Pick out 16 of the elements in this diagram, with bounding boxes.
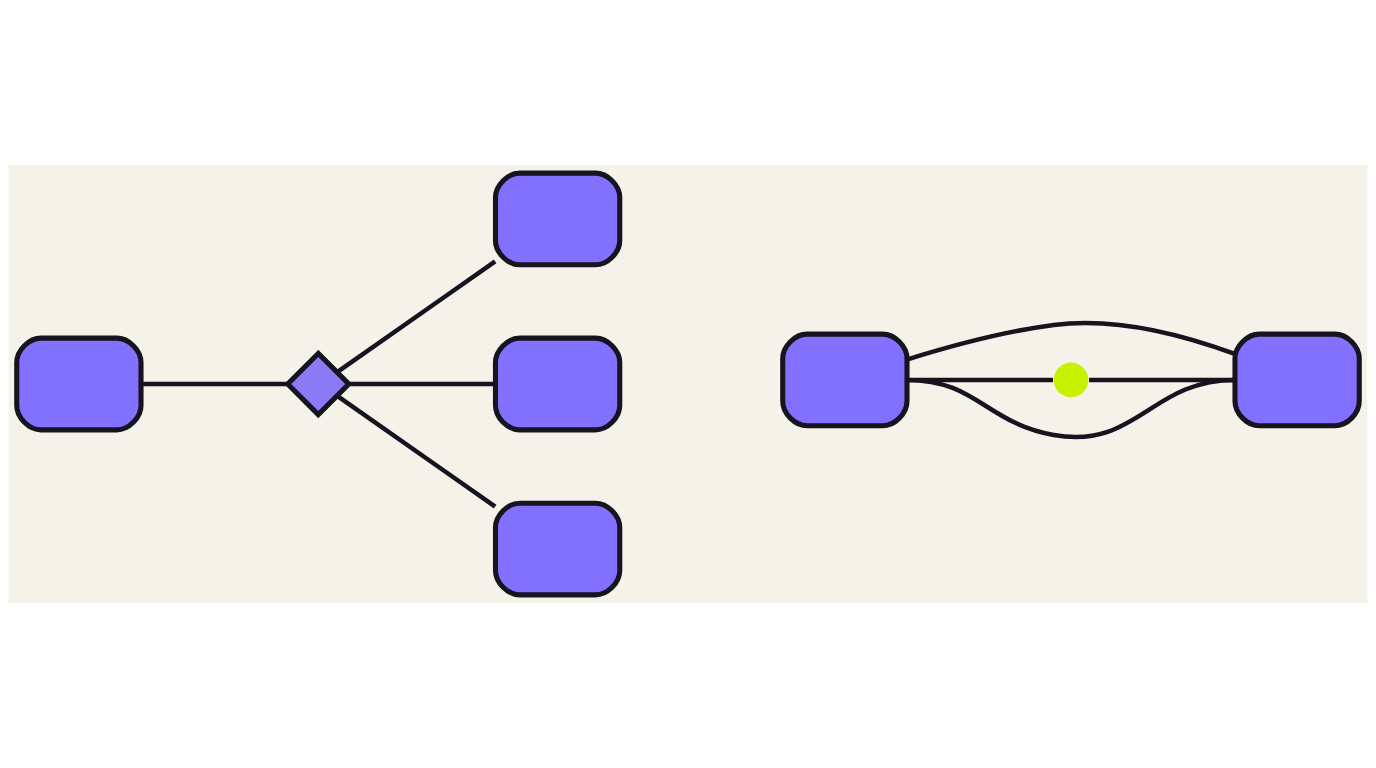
connector xyxy=(335,394,497,509)
node-circle xyxy=(1053,362,1089,398)
node-box xyxy=(492,335,623,433)
connector xyxy=(141,381,288,387)
node-box xyxy=(14,335,144,433)
node-diamond xyxy=(284,349,353,419)
connector xyxy=(349,381,495,387)
node-box xyxy=(492,170,623,268)
node-box xyxy=(492,500,623,598)
connector xyxy=(907,377,1053,383)
node-box xyxy=(780,331,910,429)
connector xyxy=(335,259,497,374)
connector xyxy=(1089,377,1235,383)
connector xyxy=(906,320,1235,362)
connector xyxy=(906,377,1236,440)
node-box xyxy=(1232,331,1362,429)
